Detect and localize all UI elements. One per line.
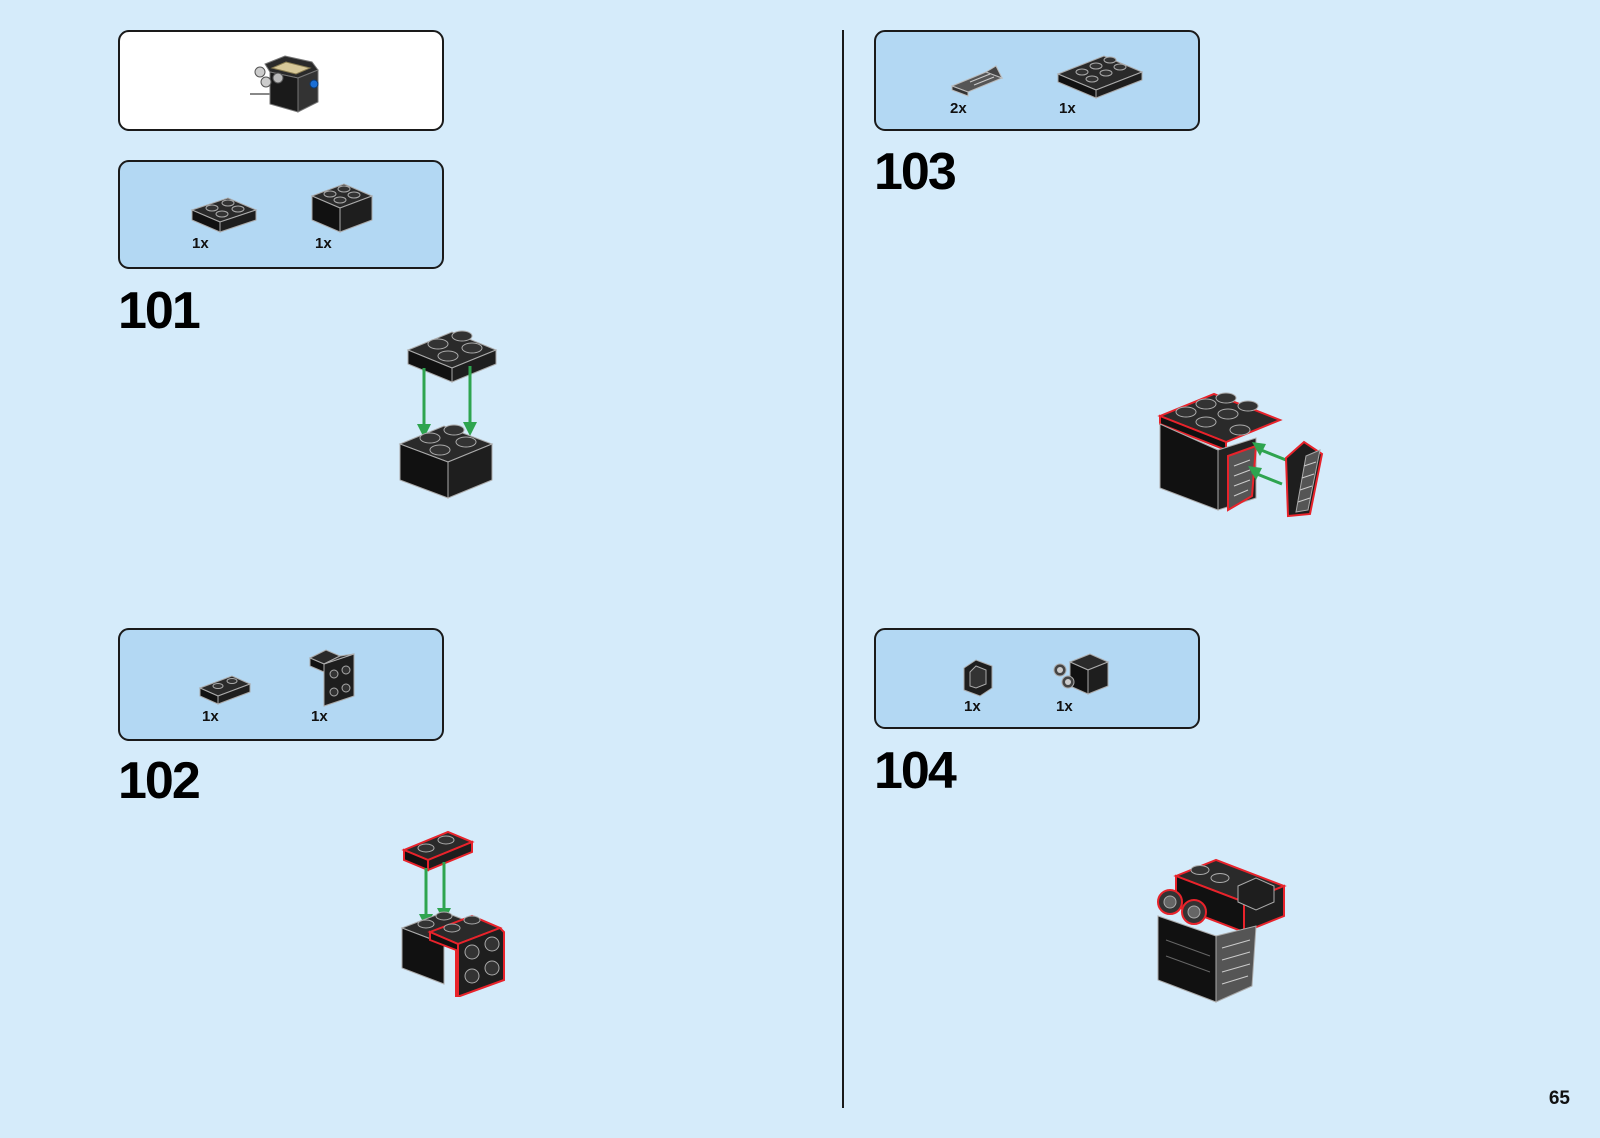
part-qty: 1x xyxy=(192,235,209,252)
part-qty: 1x xyxy=(1056,698,1073,715)
page-number: 65 xyxy=(1549,1088,1570,1110)
technic-pin-brick-black-icon xyxy=(1046,644,1116,704)
part-qty: 1x xyxy=(311,708,328,725)
part-qty: 2x xyxy=(950,100,967,117)
parts-list-step-104: 1x 1x xyxy=(874,628,1200,729)
step-103-assembly xyxy=(1156,386,1366,536)
step-number: 102 xyxy=(118,755,199,807)
parts-list-step-103: 2x 1x xyxy=(874,30,1200,131)
page-divider xyxy=(842,30,844,1108)
step-102-assembly xyxy=(400,820,530,1020)
plate-2x3-black-icon xyxy=(1056,46,1156,106)
submodel-box xyxy=(118,30,444,131)
step-101-assembly xyxy=(400,320,520,520)
step-number: 103 xyxy=(874,146,955,198)
part-qty: 1x xyxy=(1059,100,1076,117)
part-qty: 1x xyxy=(964,698,981,715)
part-qty: 1x xyxy=(202,708,219,725)
step-104-assembly xyxy=(1156,856,1306,1036)
parts-list-step-101: 1x 1x xyxy=(118,160,444,269)
bracket-2x2-black-icon xyxy=(306,646,376,716)
step-number: 104 xyxy=(874,745,955,797)
parts-list-step-102: 1x 1x xyxy=(118,628,444,741)
step-number: 101 xyxy=(118,285,199,337)
part-qty: 1x xyxy=(315,235,332,252)
engine-submodel-icon xyxy=(120,32,446,133)
